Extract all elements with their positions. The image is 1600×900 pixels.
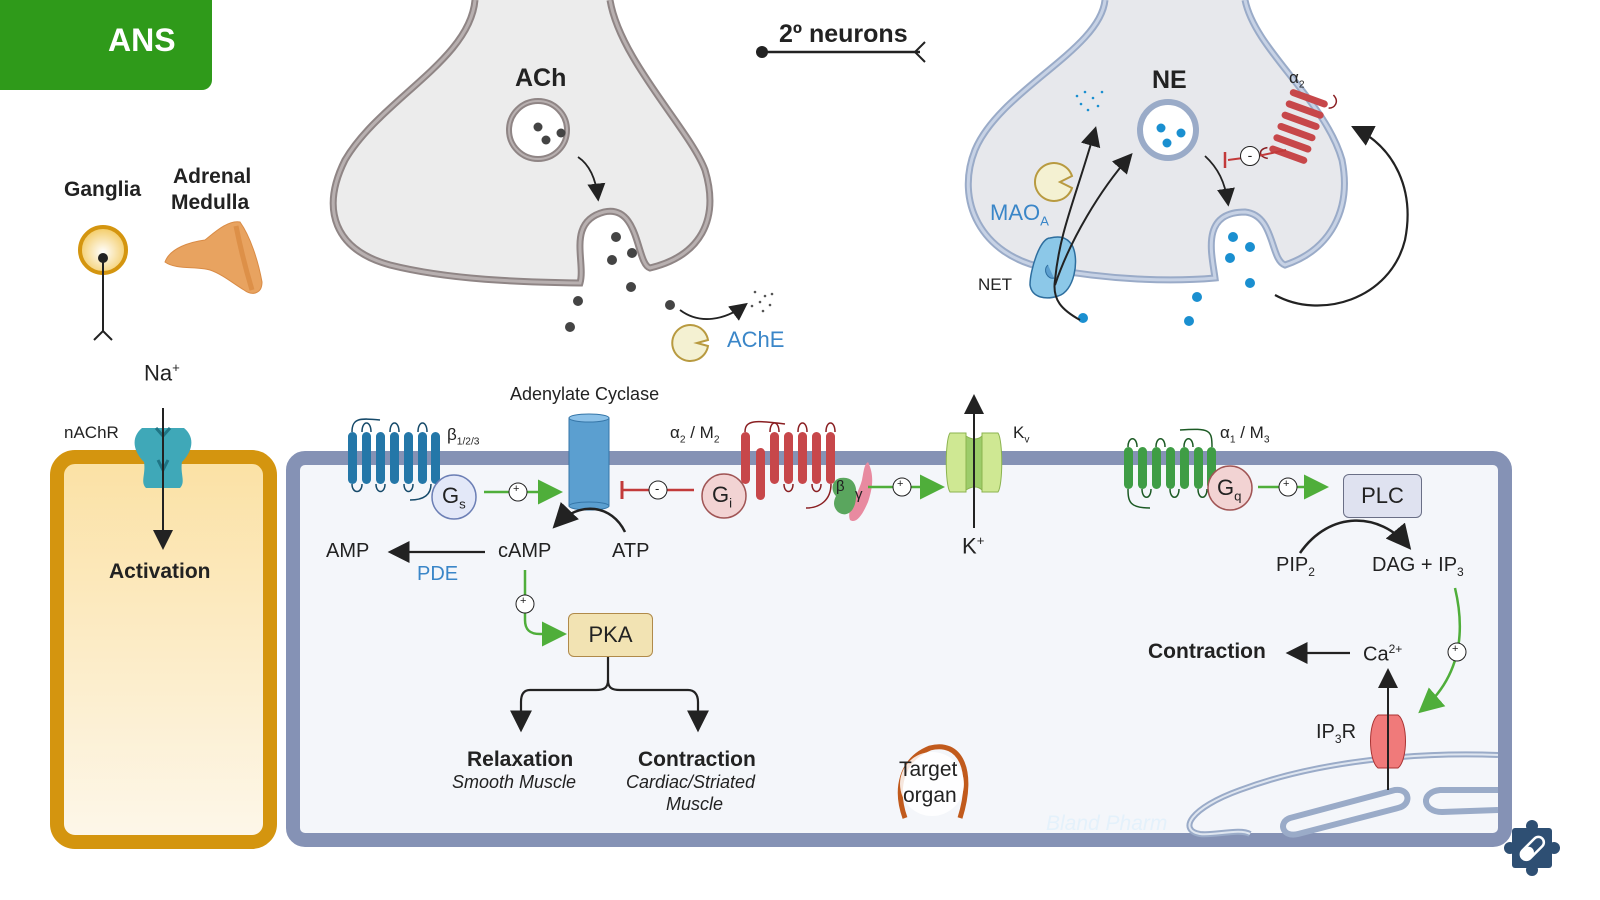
neurons-label: 2º neurons — [779, 20, 908, 48]
neuron-connector-icon — [756, 41, 926, 63]
net-label: NET — [978, 275, 1012, 294]
ne-label: NE — [1152, 66, 1187, 94]
pka-box: PKA — [568, 613, 653, 657]
puzzle-pill-icon — [1504, 820, 1560, 876]
adrenergic-terminal — [964, 0, 1409, 326]
ganglia-label: Ganglia — [64, 178, 142, 201]
activation-label: Activation — [109, 560, 211, 583]
beta-receptor-label: β1/2/3 — [447, 425, 480, 448]
mao-label: MAOA — [990, 200, 1049, 229]
contraction-smooth-label: Contraction — [1148, 640, 1266, 663]
pde-label: PDE — [417, 563, 459, 585]
gs-plus-sign: + — [513, 483, 520, 495]
alpha2-m2-receptor-icon — [741, 432, 835, 500]
calcium-ion-label: Ca2+ — [1363, 642, 1403, 666]
alpha1-m3-label: α1 / M3 — [1220, 423, 1270, 446]
contraction-cardiac-sublabel-1: Cardiac/Striated — [626, 772, 756, 792]
potassium-ion-label: K+ — [962, 533, 985, 559]
gamma-subunit-label: γ — [855, 486, 863, 503]
watermark: Bland Pharm — [1046, 812, 1168, 835]
autoreceptor-inhibit-sign: - — [1240, 146, 1260, 166]
amp-label: AMP — [326, 540, 370, 562]
gq-protein-icon — [1207, 465, 1253, 511]
alpha2-autoreceptor-label: α2 — [1289, 68, 1305, 91]
effector-cell — [286, 451, 1512, 847]
adenylate-cyclase-icon — [568, 413, 610, 511]
gamma-subunit-icon — [849, 462, 873, 522]
gi-minus-sign: - — [655, 481, 660, 496]
gi-protein-icon — [701, 473, 747, 519]
ach-label: ACh — [515, 64, 567, 92]
adenylate-cyclase-label: Adenylate Cyclase — [510, 384, 660, 404]
target-organ-label-2: organ — [903, 784, 957, 807]
nachr-label: nAChR — [64, 423, 119, 442]
target-organ-label-1: Target — [899, 758, 958, 781]
adrenal-label-1: Adrenal — [173, 165, 252, 188]
ganglion-icon — [78, 225, 128, 341]
net-transporter-icon — [1029, 236, 1077, 299]
plc-box: PLC — [1343, 474, 1422, 518]
contraction-cardiac-label: Contraction — [638, 748, 756, 771]
ache-enzyme-icon — [671, 324, 710, 362]
ache-label: AChE — [727, 327, 785, 352]
ans-badge — [0, 0, 212, 90]
ip3r-label: IP3R — [1316, 721, 1357, 746]
alpha2-autoreceptor-icon — [1259, 89, 1338, 164]
kv-label: Kv — [1013, 423, 1030, 446]
relaxation-sublabel: Smooth Muscle — [452, 772, 577, 792]
camp-plus-sign: + — [520, 595, 527, 607]
gs-label: Gs — [442, 483, 466, 512]
gq-label: Gq — [1217, 475, 1242, 504]
sodium-ion-label: Na+ — [144, 360, 180, 386]
gi-label: Gi — [712, 482, 733, 511]
ans-badge-label: ANS — [108, 22, 176, 58]
cholinergic-terminal — [329, 0, 774, 332]
alpha2-m2-label: α2 / M2 — [670, 423, 720, 446]
target-organ-icon — [897, 744, 969, 819]
alpha1-m3-receptor-icon — [1124, 447, 1216, 489]
beta-subunit-label: β — [836, 478, 845, 495]
gq-plus-sign: + — [1283, 478, 1290, 490]
dag-ip3-label: DAG + IP3 — [1372, 554, 1464, 579]
adrenal-label-2: Medulla — [171, 191, 250, 214]
gs-protein-icon — [431, 474, 477, 520]
ip3-plus-sign: + — [1452, 643, 1459, 655]
atp-label: ATP — [612, 540, 650, 562]
pip2-label: PIP2 — [1276, 554, 1315, 579]
mao-enzyme-icon — [1033, 162, 1074, 202]
camp-label: cAMP — [498, 540, 552, 562]
beta-receptor-icon — [348, 432, 440, 484]
relaxation-label: Relaxation — [467, 748, 574, 771]
contraction-cardiac-sublabel-2: Muscle — [666, 794, 724, 814]
ip3r-channel-icon — [1370, 714, 1406, 769]
adrenal-medulla-icon — [164, 221, 263, 294]
beta-subunit-icon — [832, 477, 857, 515]
betagamma-plus-sign: + — [897, 478, 904, 490]
